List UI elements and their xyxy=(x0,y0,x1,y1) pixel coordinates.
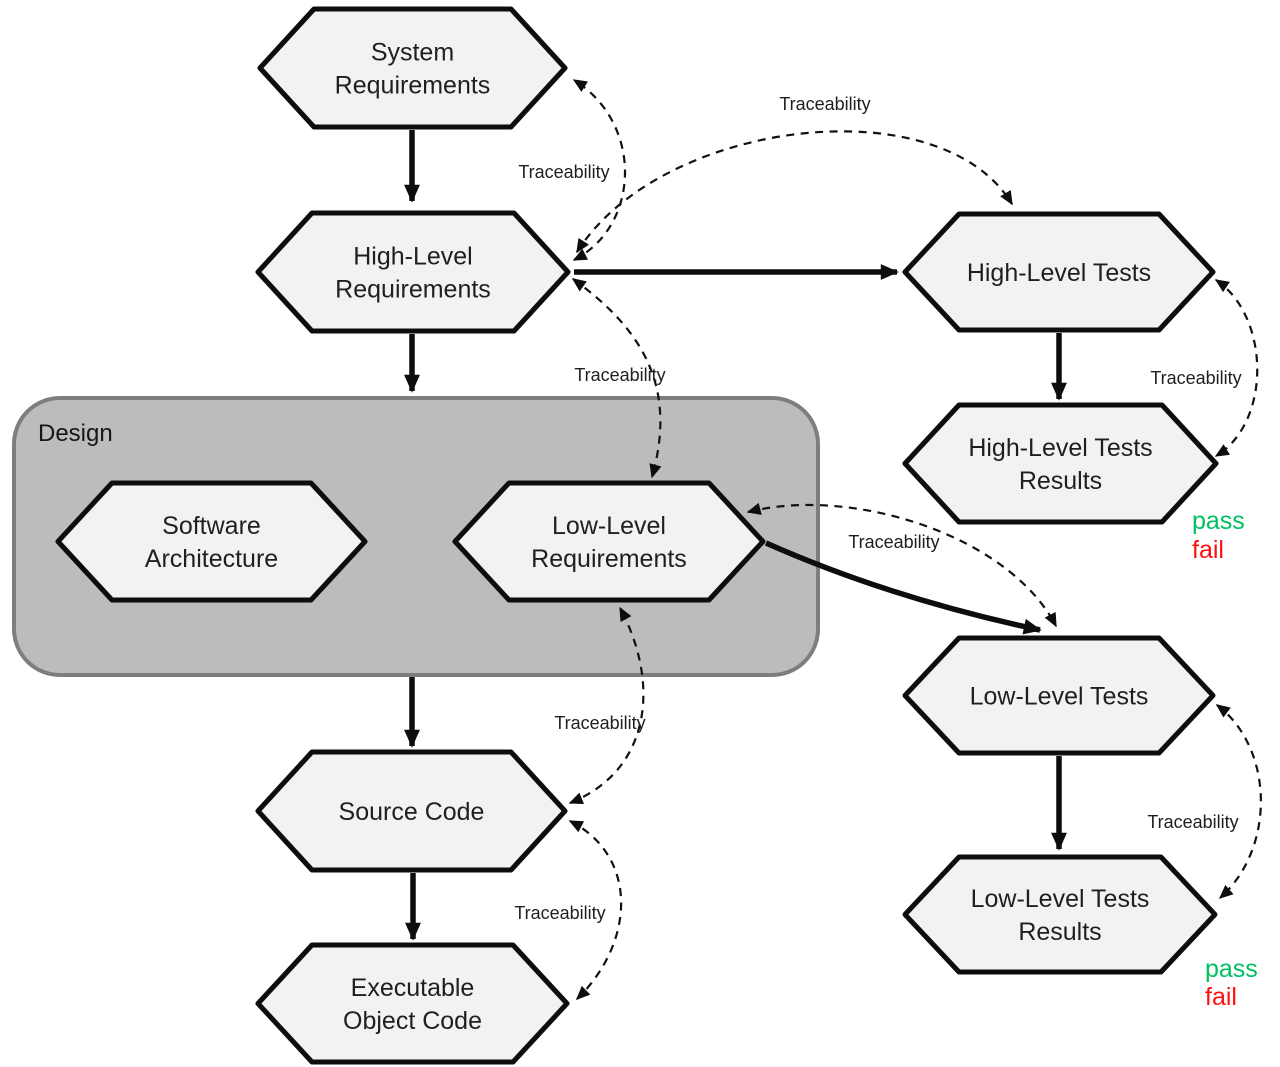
node-label-source-code: Source Code xyxy=(339,798,485,826)
node-label-line: Architecture xyxy=(145,545,278,573)
node-shape-low-level-requirements xyxy=(452,480,766,603)
status-label-high-level-fail: fail xyxy=(1192,536,1224,564)
node-label-line: Requirements xyxy=(531,545,687,573)
node-shape-low-level-tests-results xyxy=(902,854,1218,975)
design-group-label: Design xyxy=(38,420,113,447)
node-shape-executable-object-code xyxy=(255,942,570,1065)
node-label-line: High-Level Tests xyxy=(968,434,1152,462)
node-shape-software-architecture xyxy=(55,480,368,603)
node-label-line: System xyxy=(371,39,454,67)
trace-source-code-executable-object-code xyxy=(568,820,623,1000)
trace-label-sc-eoc: Traceability xyxy=(514,903,605,923)
node-label-line: Source Code xyxy=(339,798,485,826)
trace-label-hlr-llr: Traceability xyxy=(574,365,665,385)
node-label-high-level-tests: High-Level Tests xyxy=(967,259,1151,287)
node-low-level-tests: Low-Level Tests xyxy=(902,635,1216,756)
trace-system-requirements-high-level-requirements xyxy=(572,79,627,261)
trace-label-llr-llt: Traceability xyxy=(848,532,939,552)
node-shape-high-level-tests-results xyxy=(902,402,1219,525)
trace-label-hlr-hlt: Traceability xyxy=(779,94,870,114)
node-high-level-tests: High-Level Tests xyxy=(902,211,1216,333)
status-label-low-level-pass: pass xyxy=(1205,955,1258,983)
node-label-line: High-Level Tests xyxy=(967,259,1151,287)
trace-label-system-hlr: Traceability xyxy=(518,162,609,182)
node-label-line: High-Level xyxy=(353,243,473,271)
node-label-line: Object Code xyxy=(343,1007,482,1035)
node-label-line: Requirements xyxy=(335,72,491,100)
node-label-line: Results xyxy=(1019,467,1102,495)
trace-high-level-requirements-high-level-tests xyxy=(576,130,1013,254)
node-label-line: Low-Level Tests xyxy=(970,683,1149,711)
node-label-line: Executable xyxy=(351,974,475,1002)
node-shape-source-code xyxy=(255,749,568,873)
traceability-edges xyxy=(568,79,1262,1000)
node-source-code: Source Code xyxy=(255,749,568,873)
trace-label-hlt-hltr: Traceability xyxy=(1150,368,1241,388)
trace-high-level-tests-high-level-tests-results xyxy=(1214,279,1259,457)
node-shape-high-level-requirements xyxy=(255,210,571,334)
status-label-low-level-fail: fail xyxy=(1205,983,1237,1011)
node-label-line: Requirements xyxy=(335,276,491,304)
trace-source-code-low-level-requirements xyxy=(568,606,645,805)
trace-label-llt-lltr: Traceability xyxy=(1147,812,1238,832)
node-shape-system-requirements xyxy=(257,6,568,130)
trace-low-level-requirements-low-level-tests xyxy=(746,502,1057,628)
trace-low-level-tests-low-level-tests-results xyxy=(1215,704,1262,899)
node-shape-low-level-tests xyxy=(902,635,1216,756)
node-shape-high-level-tests xyxy=(902,211,1216,333)
trace-label-sc-llr: Traceability xyxy=(554,713,645,733)
status-label-high-level-pass: pass xyxy=(1192,507,1245,535)
node-label-line: Low-Level Tests xyxy=(971,885,1150,913)
trace-high-level-requirements-low-level-requirements xyxy=(571,278,662,479)
node-label-line: Software xyxy=(162,512,261,540)
node-label-line: Results xyxy=(1018,918,1101,946)
node-label-low-level-tests: Low-Level Tests xyxy=(970,683,1149,711)
node-label-line: Low-Level xyxy=(552,512,666,540)
